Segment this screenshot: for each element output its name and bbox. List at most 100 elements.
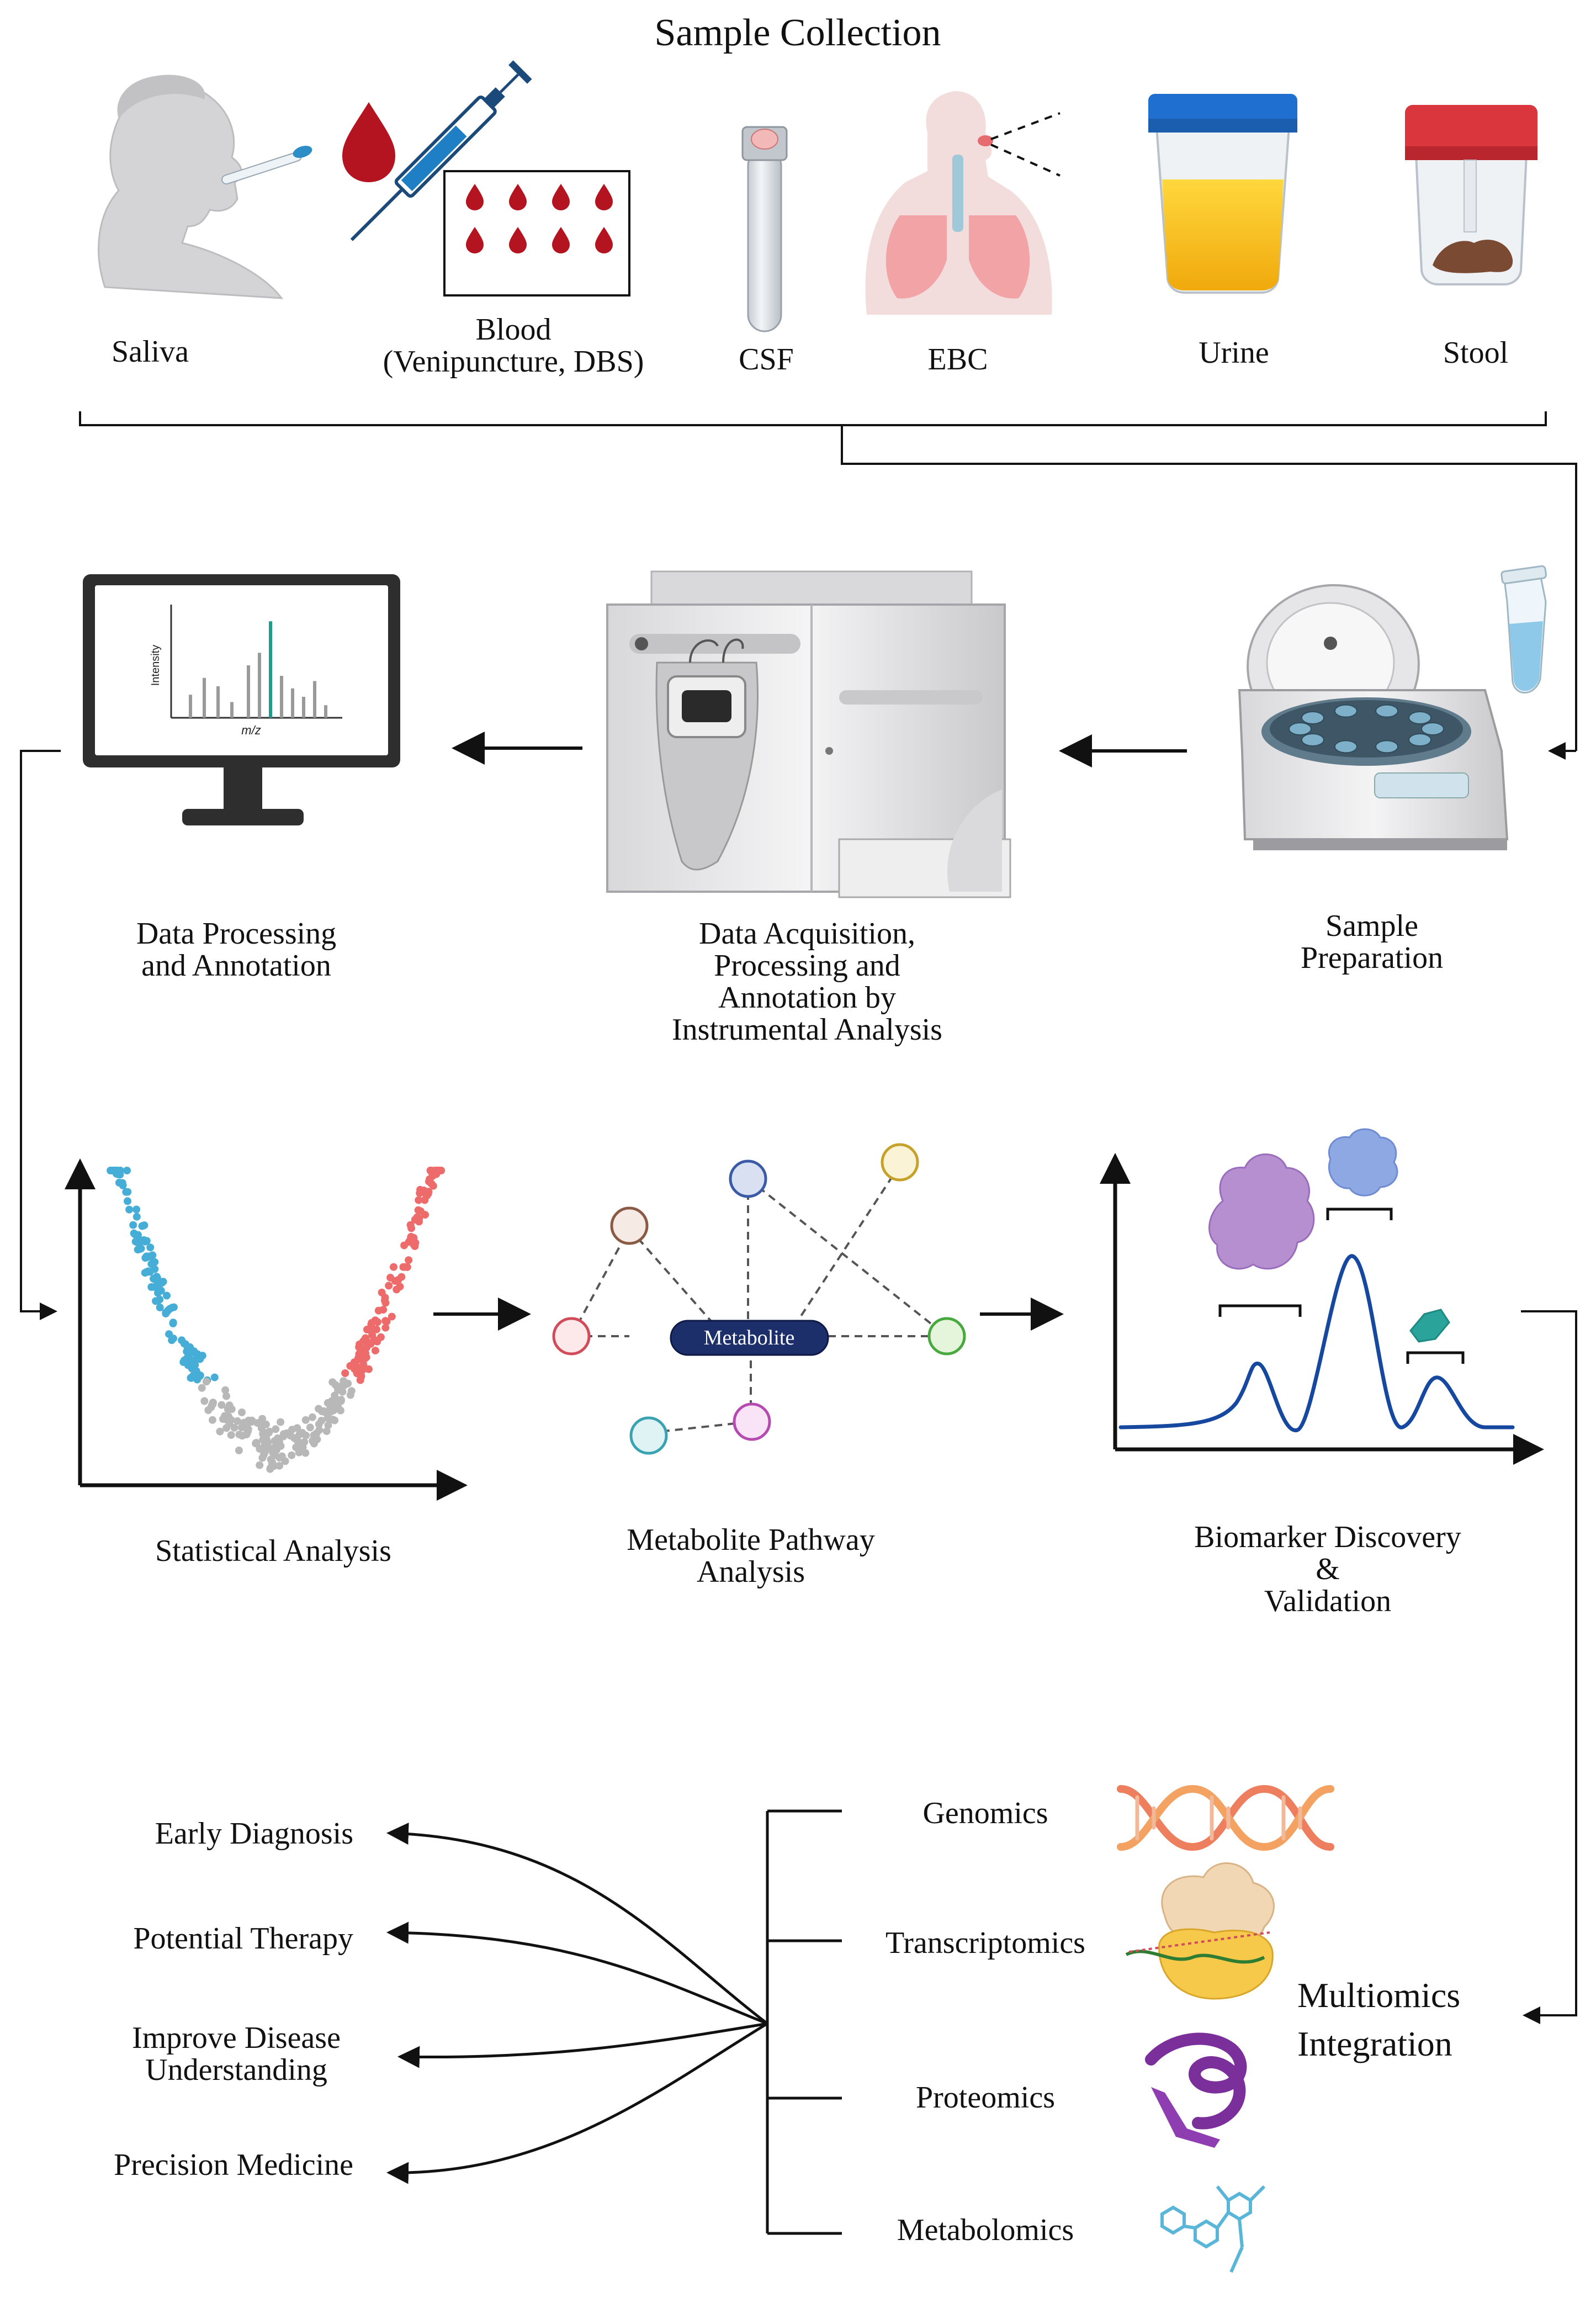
pathway-node-blue bbox=[729, 1159, 767, 1198]
volcano-point bbox=[156, 1304, 164, 1311]
volcano-point bbox=[266, 1465, 274, 1473]
volcano-point bbox=[222, 1424, 231, 1432]
volcano-point bbox=[336, 1406, 344, 1415]
volcano-point bbox=[405, 1256, 413, 1264]
volcano-point bbox=[288, 1451, 296, 1459]
volcano-point bbox=[425, 1188, 433, 1196]
volcano-point bbox=[225, 1401, 234, 1410]
volcano-point bbox=[208, 1416, 216, 1424]
sample-collection-bracket bbox=[79, 411, 1577, 751]
volcano-point bbox=[397, 1273, 406, 1281]
biomarker-discovery-label: Biomarker Discovery & Validation bbox=[1194, 1520, 1461, 1618]
volcano-point bbox=[294, 1437, 302, 1445]
multiomics-integration-label: Multiomics Integration bbox=[1297, 1976, 1461, 2063]
rotor-tube bbox=[1375, 704, 1399, 718]
volcano-point bbox=[169, 1319, 177, 1327]
volcano-point bbox=[132, 1212, 141, 1221]
volcano-point bbox=[353, 1369, 361, 1378]
dried-blood-spot-card-icon bbox=[443, 170, 630, 296]
volcano-point bbox=[385, 1282, 393, 1290]
protein-ribbon-icon bbox=[1145, 2032, 1247, 2148]
volcano-point bbox=[433, 1167, 442, 1174]
volcano-point bbox=[363, 1326, 371, 1333]
sample-preparation-label: Sample Preparation bbox=[1300, 909, 1444, 975]
mass-spectrometer-icon bbox=[606, 570, 1011, 898]
volcano-point bbox=[157, 1286, 165, 1295]
volcano-point bbox=[341, 1369, 349, 1377]
volcano-point bbox=[137, 1245, 145, 1253]
volcano-point bbox=[279, 1432, 288, 1441]
blood-spot-drop bbox=[466, 227, 484, 253]
volcano-point bbox=[244, 1425, 252, 1433]
volcano-point bbox=[198, 1384, 206, 1392]
volcano-point bbox=[256, 1461, 264, 1469]
volcano-point bbox=[142, 1237, 151, 1245]
volcano-point bbox=[363, 1338, 372, 1346]
volcano-point bbox=[252, 1439, 260, 1448]
spectrum-y-axis-label: Intensity bbox=[150, 645, 162, 686]
volcano-point bbox=[416, 1189, 424, 1197]
volcano-point bbox=[238, 1409, 246, 1416]
volcano-point bbox=[278, 1452, 286, 1460]
blood-spot-drop bbox=[509, 184, 527, 210]
volcano-point bbox=[401, 1263, 409, 1271]
volcano-point bbox=[204, 1406, 213, 1415]
blood-spot-drop bbox=[552, 227, 570, 253]
volcano-point bbox=[230, 1423, 238, 1432]
volcano-point bbox=[235, 1446, 243, 1454]
volcano-point bbox=[146, 1243, 155, 1252]
pathway-node-green bbox=[927, 1317, 966, 1355]
connector-biomarker-to-multiomics bbox=[1521, 1310, 1577, 2024]
volcano-point bbox=[322, 1427, 331, 1436]
volcano-point bbox=[107, 1167, 115, 1174]
pathway-network-icon: Metabolite bbox=[552, 1143, 966, 1455]
volcano-point bbox=[180, 1339, 188, 1348]
volcano-point bbox=[150, 1275, 158, 1283]
volcano-point bbox=[124, 1197, 131, 1205]
medium-protein-blob bbox=[1328, 1128, 1398, 1196]
pathway-node-pink bbox=[733, 1402, 771, 1441]
sample-collection-title: Sample Collection bbox=[654, 12, 941, 54]
volcano-point bbox=[198, 1352, 206, 1360]
outcome-potential-therapy: Potential Therapy bbox=[133, 1921, 353, 1956]
outcome-arrows bbox=[386, 1823, 768, 2184]
urine-cup-icon bbox=[1148, 94, 1297, 294]
volcano-point bbox=[415, 1196, 423, 1204]
volcano-point bbox=[396, 1283, 404, 1291]
volcano-point bbox=[324, 1399, 332, 1407]
volcano-point bbox=[277, 1418, 285, 1426]
volcano-point bbox=[248, 1416, 256, 1425]
urine-label: Urine bbox=[1199, 336, 1269, 370]
volcano-point bbox=[287, 1432, 295, 1440]
saliva-label: Saliva bbox=[112, 335, 189, 369]
volcano-point bbox=[275, 1462, 283, 1470]
csf-tube-icon bbox=[741, 126, 788, 332]
volcano-point bbox=[272, 1425, 280, 1433]
volcano-point bbox=[407, 1224, 416, 1232]
omics-bracket bbox=[766, 1809, 842, 2235]
stool-container-icon bbox=[1405, 105, 1537, 285]
volcano-point bbox=[258, 1421, 267, 1429]
lungs-ebc-icon bbox=[865, 91, 1061, 315]
volcano-point bbox=[221, 1386, 230, 1394]
syringe-icon bbox=[350, 60, 532, 241]
blood-spot-drop bbox=[466, 184, 484, 210]
volcano-point bbox=[261, 1449, 269, 1457]
rotor-tube bbox=[1375, 740, 1399, 754]
volcano-point bbox=[288, 1426, 296, 1434]
volcano-point bbox=[421, 1196, 429, 1204]
data-processing-label: Data Processing and Annotation bbox=[136, 917, 337, 983]
data-acquisition-label: Data Acquisition, Processing and Annotat… bbox=[672, 917, 942, 1047]
volcano-point bbox=[306, 1423, 314, 1432]
omics-transcriptomics-label: Transcriptomics bbox=[886, 1926, 1085, 1960]
outcome-improve-disease-understanding: Improve Disease Understanding bbox=[132, 2021, 341, 2087]
volcano-point bbox=[151, 1265, 159, 1273]
volcano-point bbox=[363, 1343, 370, 1352]
omics-proteomics-label: Proteomics bbox=[916, 2080, 1055, 2115]
volcano-point bbox=[371, 1316, 379, 1325]
volcano-point bbox=[410, 1241, 418, 1249]
volcano-point bbox=[188, 1364, 196, 1373]
volcano-point bbox=[125, 1205, 134, 1214]
volcano-point bbox=[113, 1167, 121, 1174]
